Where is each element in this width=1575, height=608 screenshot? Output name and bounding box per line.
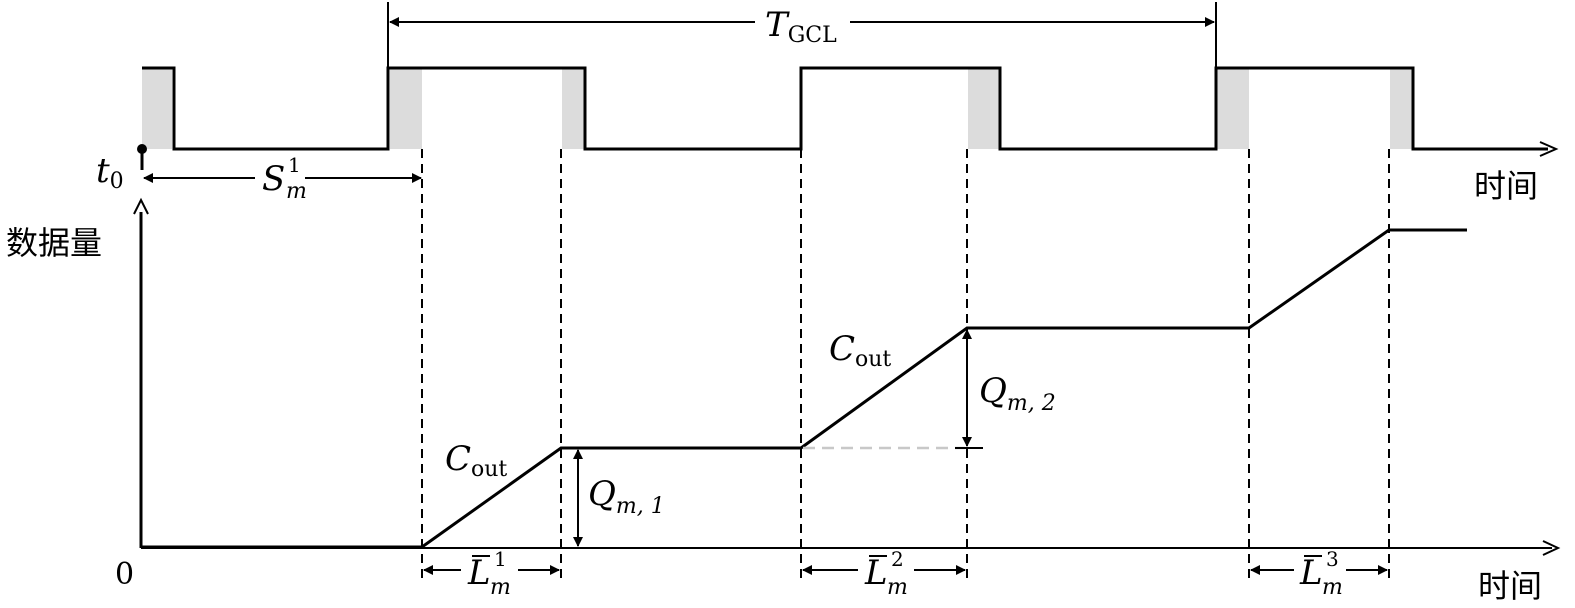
s-label: S (262, 159, 285, 199)
cout-label-1: Cout (445, 439, 507, 482)
y-axis-label: 数据量 (6, 224, 102, 262)
gate-waveform (142, 66, 1548, 151)
l1-label-sup: 1 (494, 547, 507, 571)
s-label-sub: m (286, 179, 307, 204)
guard-band-4 (968, 68, 1000, 149)
y-axis-arrow (133, 197, 149, 215)
guard-band-1 (142, 68, 172, 149)
l2-label-sup: 2 (891, 547, 904, 571)
guard-bands (142, 68, 1412, 149)
guard-band-2 (390, 68, 422, 149)
guard-band-3 (562, 68, 584, 149)
t0-label: t0 (96, 151, 124, 194)
guard-band-5 (1217, 68, 1249, 149)
l1-label-sub: m (490, 575, 511, 600)
guard-band-6 (1390, 68, 1412, 149)
gate-time-axis-arrow (1539, 141, 1559, 157)
l3-label-sub: m (1322, 575, 1343, 600)
l1-label: L (467, 553, 491, 593)
q2-label: Qm, 2 (979, 371, 1056, 416)
s-label-sup: 1 (288, 153, 301, 177)
origin-label: 0 (115, 557, 134, 592)
vertical-guides (421, 149, 1390, 580)
q1-label: Qm, 1 (588, 474, 665, 519)
l3-label-sup: 3 (1326, 547, 1339, 571)
data-volume-curve (141, 228, 1467, 549)
cout-label-2: Cout (829, 329, 891, 372)
l2-label-sub: m (887, 575, 908, 600)
x-axis-arrow (1542, 540, 1561, 556)
l2-label: L (864, 553, 888, 593)
t0-dot (137, 144, 147, 154)
time-label-bottom: 时间 (1478, 567, 1542, 605)
l3-label: L (1299, 553, 1323, 593)
time-label-top: 时间 (1474, 167, 1538, 205)
tgcl-label: TGCL (765, 5, 837, 48)
